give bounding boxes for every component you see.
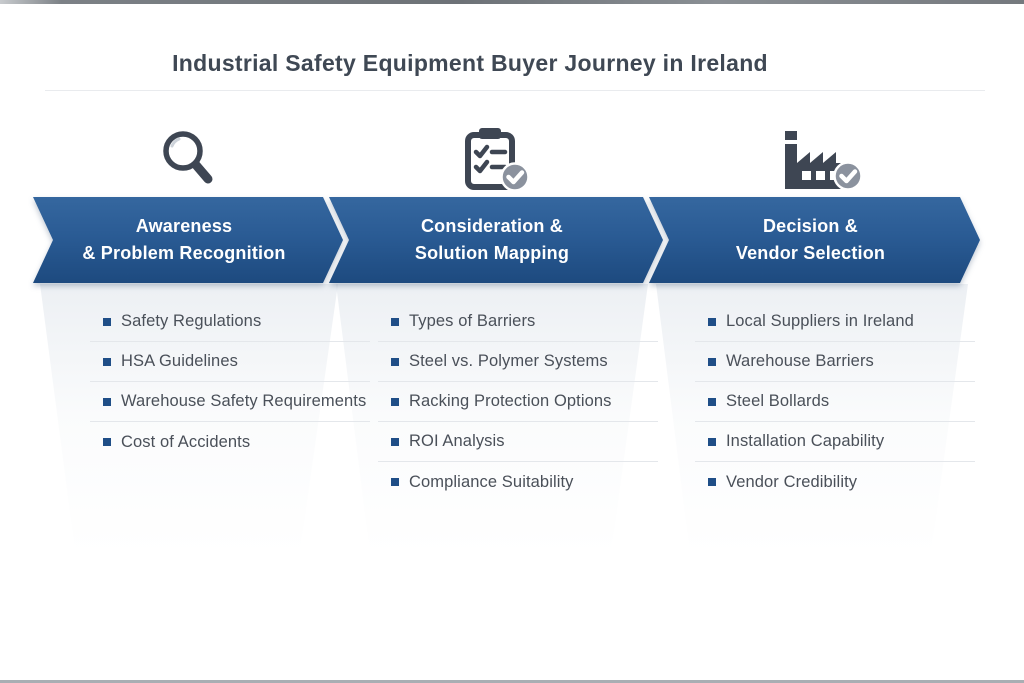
list-item-label: Cost of Accidents xyxy=(121,432,251,451)
stage-title-line1: Awareness xyxy=(135,216,233,236)
stage-title-line1: Decision & xyxy=(762,216,859,236)
list-item-label: Compliance Suitability xyxy=(409,472,574,491)
list-item: Warehouse Safety Requirements xyxy=(90,382,370,422)
square-bullet-icon xyxy=(391,478,399,486)
stage-band-title: Awareness & Problem Recognition xyxy=(82,213,285,267)
stage-band-title: Decision & Vendor Selection xyxy=(736,213,885,267)
square-bullet-icon xyxy=(103,438,111,446)
stage-band-shape: Decision & Vendor Selection xyxy=(649,197,980,283)
stage-band-shape: Awareness & Problem Recognition xyxy=(33,197,343,283)
square-bullet-icon xyxy=(708,437,716,446)
stage-title-line1: Consideration & xyxy=(420,216,563,236)
title-divider xyxy=(45,90,985,91)
stage1-background-wedge xyxy=(40,284,338,556)
list-item: Vendor Credibility xyxy=(695,462,975,502)
bottom-border xyxy=(0,680,1024,683)
list-item: Cost of Accidents xyxy=(90,422,370,462)
square-bullet-icon xyxy=(708,478,716,486)
list-item: Local Suppliers in Ireland xyxy=(695,302,975,342)
list-item-label: Warehouse Barriers xyxy=(726,352,874,370)
stage-band-consideration: Consideration & Solution Mapping xyxy=(329,197,663,283)
list-item-label: HSA Guidelines xyxy=(121,352,238,370)
stage-band-decision: Decision & Vendor Selection xyxy=(649,197,980,283)
square-bullet-icon xyxy=(103,357,111,366)
square-bullet-icon xyxy=(103,317,111,326)
square-bullet-icon xyxy=(708,397,716,406)
list-item: Racking Protection Options xyxy=(378,382,658,422)
list-item-label: Types of Barriers xyxy=(409,312,536,330)
stage-title-line2: Solution Mapping xyxy=(414,243,570,263)
list-item: Steel Bollards xyxy=(695,382,975,422)
stage-title-line2: Vendor Selection xyxy=(735,243,886,263)
square-bullet-icon xyxy=(391,397,399,406)
page-title: Industrial Safety Equipment Buyer Journe… xyxy=(172,50,768,76)
top-border xyxy=(0,0,1024,4)
stage-list-awareness: Safety Regulations HSA Guidelines Wareho… xyxy=(90,302,370,462)
list-item: Safety Regulations xyxy=(90,302,370,342)
stage-band-shape: Consideration & Solution Mapping xyxy=(329,197,663,283)
stage-list-consideration: Types of Barriers Steel vs. Polymer Syst… xyxy=(378,302,658,502)
square-bullet-icon xyxy=(391,357,399,366)
clipboard-check-icon xyxy=(462,126,530,197)
stage-band-title: Consideration & Solution Mapping xyxy=(415,213,569,267)
list-item: Types of Barriers xyxy=(378,302,658,342)
square-bullet-icon xyxy=(708,317,716,326)
stage3-background-wedge xyxy=(656,284,968,556)
list-item: Compliance Suitability xyxy=(378,462,658,502)
list-item: HSA Guidelines xyxy=(90,342,370,382)
list-item: ROI Analysis xyxy=(378,422,658,462)
stage-list-decision: Local Suppliers in Ireland Warehouse Bar… xyxy=(695,302,975,502)
list-item-label: Warehouse Safety Requirements xyxy=(121,392,367,410)
list-item-label: Steel vs. Polymer Systems xyxy=(409,352,608,370)
square-bullet-icon xyxy=(708,357,716,366)
list-item-label: ROI Analysis xyxy=(409,432,505,450)
list-item-label: Local Suppliers in Ireland xyxy=(726,312,914,330)
square-bullet-icon xyxy=(391,317,399,326)
list-item-label: Safety Regulations xyxy=(121,312,262,330)
list-item-label: Steel Bollards xyxy=(726,392,830,410)
list-item: Steel vs. Polymer Systems xyxy=(378,342,658,382)
list-item-label: Racking Protection Options xyxy=(409,392,612,410)
square-bullet-icon xyxy=(103,397,111,406)
list-item-label: Installation Capability xyxy=(726,432,885,450)
factory-check-icon xyxy=(779,131,865,196)
list-item-label: Vendor Credibility xyxy=(726,472,858,491)
stage2-background-wedge xyxy=(336,284,648,556)
list-item: Warehouse Barriers xyxy=(695,342,975,382)
list-item: Installation Capability xyxy=(695,422,975,462)
stage-band-awareness: Awareness & Problem Recognition xyxy=(33,197,343,283)
stage-title-line2: & Problem Recognition xyxy=(82,243,286,263)
square-bullet-icon xyxy=(391,437,399,446)
magnifier-icon xyxy=(158,127,216,194)
